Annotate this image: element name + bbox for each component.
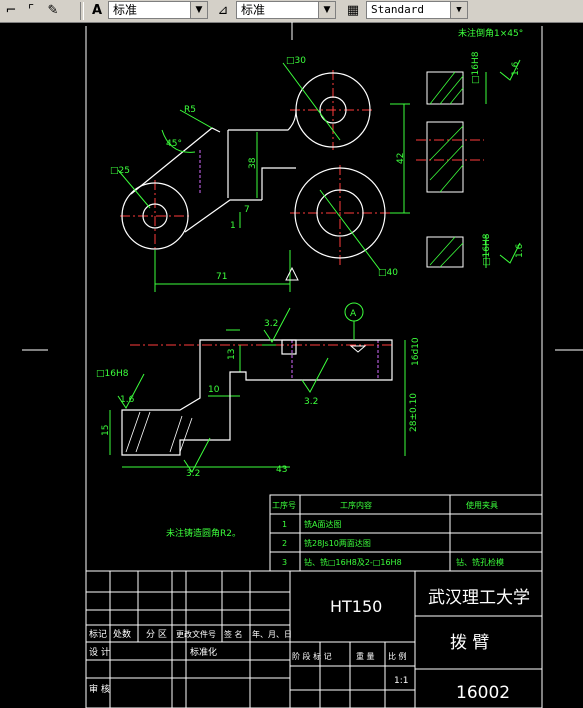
label-mark: 标记 (89, 628, 107, 640)
dimension-lines (109, 62, 487, 468)
dim-a45: 45° (166, 139, 182, 149)
dim-42: 42 (396, 153, 406, 164)
dim-ra16-front: 1.6 (120, 395, 135, 405)
label-date: 年、月、日 (252, 629, 292, 639)
process-header-content: 工序内容 (340, 500, 372, 510)
process-row-1-content: 铣A面达图 (304, 519, 341, 529)
top-view-outline (121, 72, 386, 259)
process-row-2-content: 铣28Js10两面达图 (304, 538, 371, 548)
dim-sq30: □30 (286, 56, 306, 66)
center-lines (120, 70, 484, 346)
text-style-icon[interactable]: A (91, 3, 103, 18)
side-section-view (426, 71, 464, 268)
dim-7: 7 (244, 205, 250, 215)
dim-arc-icon[interactable]: ⌐ (5, 3, 17, 18)
process-header-fixture: 使用夹具 (466, 500, 498, 510)
hidden-lines (199, 150, 379, 380)
dim-sq25: □25 (110, 166, 130, 176)
dim-sq16h8-front: □16H8 (96, 369, 129, 379)
note-top: 未注倒角1×45° (458, 27, 523, 39)
table-style-select[interactable]: Standard ▼ (366, 1, 468, 19)
part-name: 拨 臂 (450, 633, 489, 653)
dim-71: 71 (216, 272, 227, 282)
dim-ra32-a: 3.2 (304, 397, 318, 407)
scale-value: 1:1 (394, 676, 408, 686)
cad-drawing[interactable]: 未注倒角1×45° □30 R5 45° □25 38 7 1 71 42 □4… (0, 22, 583, 708)
label-stage: 阶 段 标 记 (292, 651, 332, 661)
toolbar-separator (80, 2, 84, 20)
title-block (85, 570, 543, 708)
text-style-value: 标准 (113, 3, 138, 17)
process-row-3-no: 3 (282, 558, 287, 567)
text-style-select[interactable]: 标准 ▼ (108, 1, 208, 19)
dim-43: 43 (276, 465, 287, 475)
dim-16d10: 16d10 (411, 337, 421, 366)
label-zone: 分 区 (146, 629, 167, 640)
process-row-3-content: 钻、铣□16H8及2-□16H8 (304, 557, 402, 567)
dim-38: 38 (248, 157, 258, 169)
dim-sq16a: □16H8 (471, 51, 481, 84)
label-review: 审 核 (89, 683, 110, 695)
dim-10: 10 (208, 385, 220, 395)
dim-ra32-b: 3.2 (186, 469, 200, 479)
drawing-number: 16002 (456, 683, 510, 703)
dim-15: 15 (101, 425, 111, 436)
datum-a: A (350, 309, 357, 319)
table-style-value: Standard (371, 3, 424, 16)
label-sign: 签 名 (224, 629, 243, 639)
chevron-down-icon[interactable]: ▼ (450, 2, 467, 18)
dim-1: 1 (230, 221, 236, 231)
material: HT150 (330, 597, 382, 616)
label-ratio: 比 例 (388, 651, 407, 661)
table-style-icon[interactable]: ▦ (346, 3, 360, 18)
dim-sq40: □40 (378, 268, 398, 278)
label-weight: 重 量 (356, 651, 375, 661)
process-row-3-fixture: 钻、铣孔检模 (456, 557, 504, 567)
dim-style-select[interactable]: 标准 ▼ (236, 1, 336, 19)
process-table (269, 494, 543, 572)
dim-radius-icon[interactable]: ⌜ (27, 3, 35, 18)
dim-13: 13 (227, 349, 237, 360)
process-table-text: 工序号 工序内容 使用夹具 1 铣A面达图 2 铣28Js10两面达图 3 钻、… (272, 500, 504, 567)
roughness-symbols (117, 59, 521, 473)
school-name: 武汉理工大学 (428, 588, 530, 608)
chevron-down-icon[interactable]: ▼ (318, 2, 335, 18)
dim-ra16b: 1.6 (515, 243, 525, 258)
dim-ra16a: 1.6 (511, 61, 521, 76)
process-row-1-no: 1 (282, 520, 287, 529)
process-header-no: 工序号 (272, 500, 296, 510)
dim-28: 28±0.10 (409, 393, 419, 432)
title-block-text: HT150 武汉理工大学 拨 臂 16002 1:1 标记 处数 分 区 更改文… (89, 588, 530, 703)
dim-angle-icon[interactable]: ✎ (47, 3, 59, 18)
front-view-hatch (125, 411, 193, 453)
front-view-outline (121, 339, 393, 456)
chevron-down-icon[interactable]: ▼ (190, 2, 207, 18)
label-count: 处数 (113, 628, 131, 640)
dim-sq16b: □16H8 (482, 233, 492, 266)
note-fillet: 未注铸造圆角R2。 (166, 527, 241, 539)
datum-marker (285, 266, 367, 353)
dim-r5: R5 (184, 105, 196, 115)
toolbar: ⌐ ⌜ ✎ A 标准 ▼ ⊿ 标准 ▼ ▦ Standard ▼ (0, 0, 583, 23)
process-row-2-no: 2 (282, 539, 287, 548)
dim-style-value: 标准 (241, 3, 266, 17)
label-change-doc: 更改文件号 (176, 629, 216, 639)
label-design: 设 计 (89, 646, 110, 658)
dimension-texts: 未注倒角1×45° □30 R5 45° □25 38 7 1 71 42 □4… (96, 27, 525, 539)
dim-ra32-top: 3.2 (264, 319, 278, 329)
dim-style-icon[interactable]: ⊿ (217, 3, 229, 18)
label-standardize: 标准化 (190, 646, 217, 658)
